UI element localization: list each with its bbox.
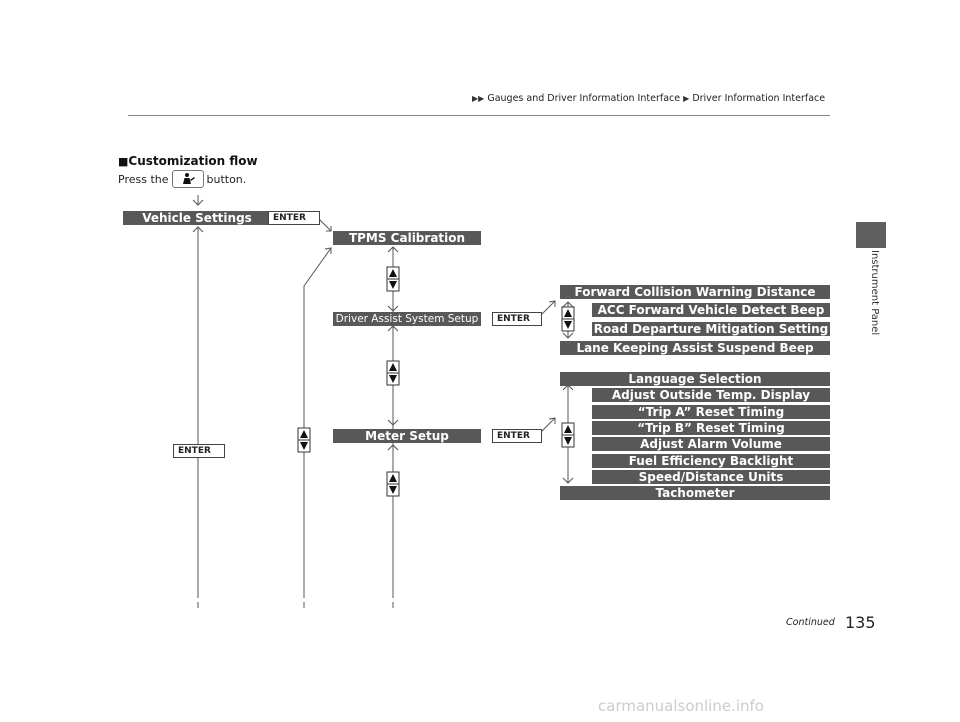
enter-button-label: ENTER — [173, 444, 225, 458]
driver-assist-item: Lane Keeping Assist Suspend Beep — [560, 341, 830, 355]
side-tab-marker — [856, 222, 886, 248]
continued-label: Continued — [786, 617, 835, 628]
breadcrumb-arrow-icon: ▶ — [683, 94, 690, 103]
up-down-arrow-pairs — [297, 266, 575, 497]
breadcrumb-part-1[interactable]: Gauges and Driver Information Interface — [487, 93, 681, 104]
instruction-post: button. — [206, 173, 247, 186]
header-rule — [128, 115, 830, 116]
driver-assist-item: Forward Collision Warning Distance — [560, 285, 830, 299]
driver-assist-item: ACC Forward Vehicle Detect Beep — [592, 303, 830, 317]
breadcrumb-arrow-icon: ▶▶ — [472, 94, 485, 103]
vehicle-settings-button-icon — [171, 170, 204, 188]
driver-assist-item: Road Departure Mitigation Setting — [592, 322, 830, 336]
driver-assist-setup-bar: Driver Assist System Setup — [333, 312, 481, 326]
meter-item: “Trip A” Reset Timing — [592, 405, 830, 419]
breadcrumb-part-2[interactable]: Driver Information Interface — [692, 93, 826, 104]
meter-setup-bar: Meter Setup — [333, 429, 481, 443]
instruction-text: Press the button. — [118, 170, 247, 189]
enter-button-label: ENTER — [492, 312, 542, 326]
breadcrumb: ▶▶ Gauges and Driver Information Interfa… — [472, 93, 825, 104]
meter-item: Adjust Outside Temp. Display — [592, 388, 830, 402]
enter-button-label: ENTER — [492, 429, 542, 443]
meter-item: Tachometer — [560, 486, 830, 500]
section-heading: ■Customization flow — [118, 154, 258, 168]
page-number: 135 — [845, 613, 876, 632]
instruction-pre: Press the — [118, 173, 169, 186]
meter-item: “Trip B” Reset Timing — [592, 421, 830, 435]
meter-item: Adjust Alarm Volume — [592, 437, 830, 451]
section-heading-text: Customization flow — [128, 154, 258, 168]
vehicle-settings-bar: Vehicle Settings — [123, 211, 271, 225]
tpms-calibration-bar: TPMS Calibration — [333, 231, 481, 245]
meter-item: Fuel Efficiency Backlight — [592, 454, 830, 468]
meter-item: Language Selection — [560, 372, 830, 386]
enter-button-label: ENTER — [268, 211, 320, 225]
watermark: carmanualsonline.info — [598, 697, 764, 715]
square-bullet-icon: ■ — [118, 155, 129, 168]
meter-item: Speed/Distance Units — [592, 470, 830, 484]
